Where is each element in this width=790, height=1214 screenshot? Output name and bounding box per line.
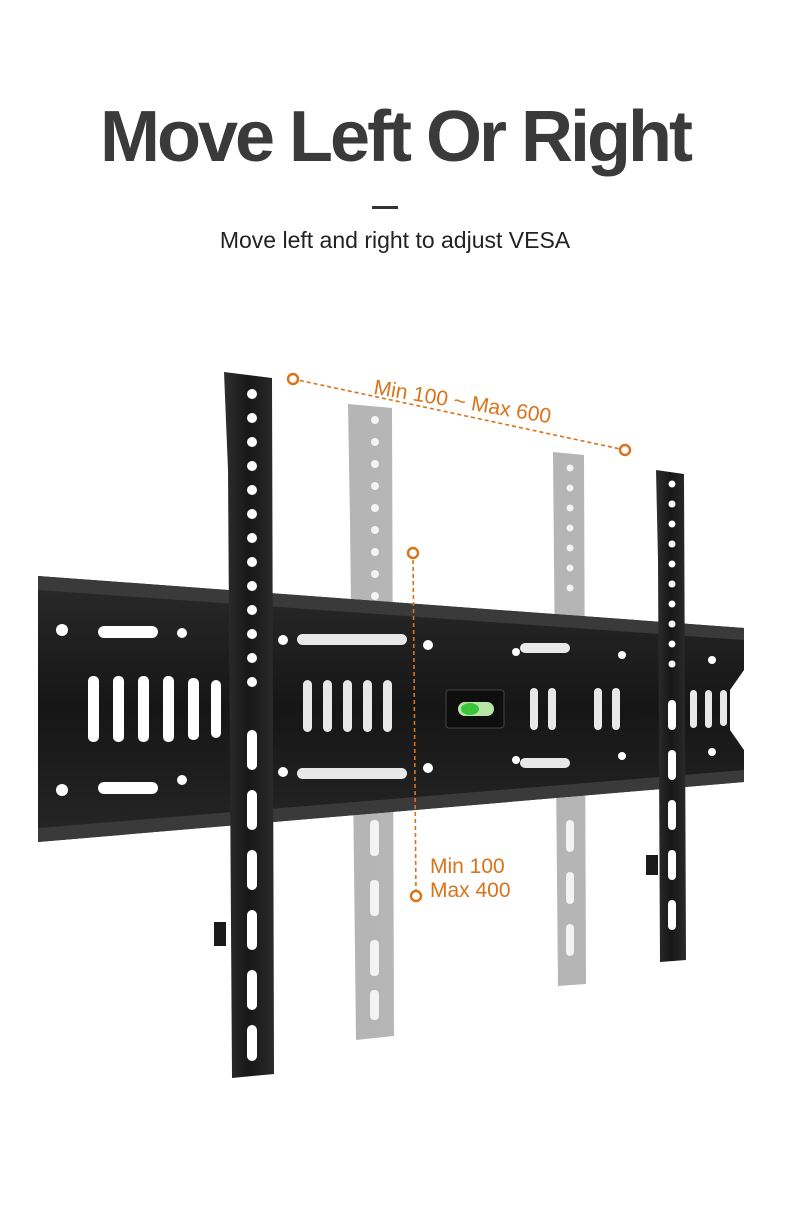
wall-plate xyxy=(38,576,744,842)
arm-right xyxy=(646,470,686,962)
title-divider xyxy=(372,206,398,209)
vertical-min-label: Min 100 xyxy=(430,855,505,878)
vertical-max-label: Max 400 xyxy=(430,879,511,902)
vertical-dimension-line xyxy=(406,546,423,903)
page-title: Move Left Or Right xyxy=(100,97,693,177)
page-subtitle: Move left and right to adjust VESA xyxy=(219,227,571,253)
horizontal-dimension-line xyxy=(286,372,632,457)
arm-left xyxy=(214,372,274,1078)
bubble-level xyxy=(445,689,505,729)
